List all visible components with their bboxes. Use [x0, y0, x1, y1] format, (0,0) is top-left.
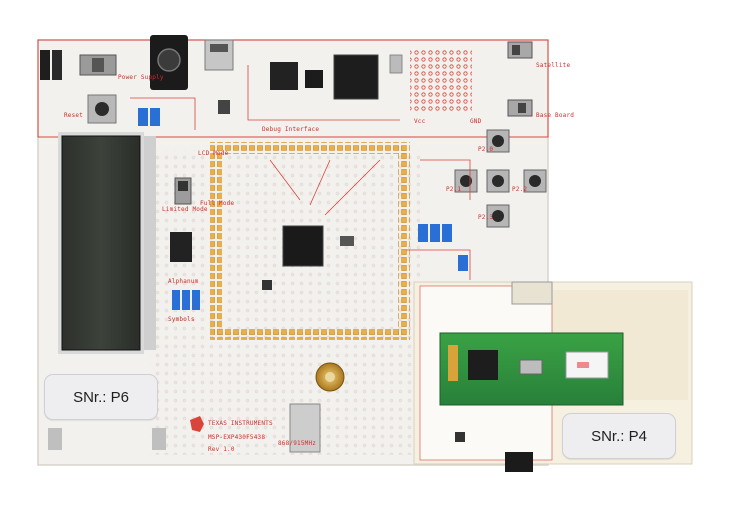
- rf-crystal: [519, 359, 543, 375]
- module-led: [455, 432, 465, 442]
- pad-ring-bottom: [214, 328, 406, 336]
- lcd-mode-switch-knob: [178, 181, 188, 191]
- button-left-cap: [460, 175, 472, 187]
- small-component: [340, 236, 354, 246]
- io-jumper-2: [430, 224, 440, 242]
- small-component-2: [262, 280, 272, 290]
- radio-module-carrier: [413, 281, 693, 472]
- silk-debug-interface: Debug Interface: [262, 126, 320, 133]
- jumper-a3: [192, 290, 200, 310]
- pad-ring-top: [214, 146, 406, 154]
- io-jumper-4: [458, 255, 468, 271]
- silk-power-supply: Power Supply: [118, 74, 164, 81]
- pcb-traces: [130, 65, 471, 280]
- bottom-connector: [289, 403, 321, 453]
- silk-rf-freq: 868/915MHz: [278, 440, 317, 447]
- silk-vcc: Vcc: [414, 118, 426, 125]
- silk-p2-0: P2.0: [478, 146, 494, 153]
- proto-grid: [410, 50, 472, 112]
- trace-2: [130, 97, 196, 130]
- silk-p2-2: P2.2: [512, 186, 528, 193]
- lcd-display: [58, 132, 156, 354]
- silk-satellite: Satellite: [536, 62, 571, 69]
- dc-barrel-jack: [150, 35, 188, 90]
- rf-inductor: [448, 345, 458, 381]
- module-bottom-connector: [505, 452, 533, 472]
- silk-alphanum: Alphanum: [168, 278, 199, 285]
- jumper-a1: [172, 290, 180, 310]
- sma-antenna-connector: [315, 362, 345, 392]
- jumper-a2: [182, 290, 190, 310]
- silk-symbols: Symbols: [168, 316, 195, 323]
- trace-7: [324, 159, 381, 216]
- silk-reset: Reset: [64, 112, 84, 119]
- silk-limited-mode: Limited Mode: [162, 206, 208, 213]
- main-mcu-area: [210, 142, 410, 340]
- io-jumper-1: [418, 224, 428, 242]
- debug-ic-2: [305, 70, 323, 88]
- lcd-pin-strip: [144, 136, 156, 350]
- serial-label-p6: SNr.: P6: [44, 374, 158, 420]
- mount-tab-right: [152, 428, 166, 450]
- usb-connector: [204, 39, 234, 71]
- pad-ring-right: [398, 146, 406, 336]
- regulator: [218, 100, 230, 114]
- pin-header-block: [40, 50, 50, 80]
- left-pin-header: [40, 50, 117, 80]
- debug-ic-1: [270, 62, 298, 90]
- rf-chip: [468, 350, 498, 380]
- mount-tab-left: [48, 428, 62, 450]
- power-jumper-2: [150, 108, 160, 126]
- silk-base-board: Base Board: [536, 112, 575, 119]
- silk-lcd-mode: LCD Mode: [198, 150, 229, 157]
- lcd-glass: [61, 135, 141, 351]
- trace-4: [406, 249, 471, 280]
- trace-6: [309, 159, 331, 206]
- reset-button-cap: [95, 102, 109, 116]
- user-buttons: [454, 129, 547, 228]
- button-down-cap: [492, 210, 504, 222]
- main-mcu-chip: [282, 225, 324, 267]
- power-jumper-1: [138, 108, 148, 126]
- reset-button: [87, 94, 117, 124]
- button-right-cap: [529, 175, 541, 187]
- io-jumper-3: [442, 224, 452, 242]
- ti-logo: [190, 416, 204, 432]
- button-up-cap: [492, 135, 504, 147]
- pin-header-block-2: [52, 50, 62, 80]
- ti-logo-mark: [190, 416, 204, 432]
- silk-p2-3: P2.3: [478, 214, 494, 221]
- silk-p2-1: P2.1: [446, 186, 462, 193]
- crystal: [389, 54, 403, 74]
- silk-full-mode: Full Mode: [200, 200, 235, 207]
- module-connector-top: [511, 281, 553, 305]
- right-slide-switches: [507, 41, 533, 117]
- power-switch-knob: [92, 58, 104, 72]
- io-jumpers: [418, 224, 468, 271]
- trace-3: [420, 159, 471, 200]
- trace-5: [269, 159, 301, 201]
- slide-switch-2-knob: [518, 103, 526, 113]
- silk-board-name: MSP-EXP430F5438: [208, 434, 266, 441]
- barrel-jack-hole: [157, 48, 181, 72]
- serial-label-p4: SNr.: P4: [562, 413, 676, 459]
- silk-rev: Rev 1.0: [208, 446, 235, 453]
- pad-ring-left: [214, 146, 222, 336]
- slide-switch-1-knob: [512, 45, 520, 55]
- symbol-jumpers: [172, 290, 200, 310]
- lcd-driver-ic: [170, 232, 192, 262]
- usb-port: [210, 44, 228, 52]
- chip-antenna-mark: [577, 362, 589, 368]
- trace-1: [247, 65, 400, 121]
- debug-mcu: [333, 54, 379, 100]
- debug-interface-chips: [218, 54, 403, 114]
- silk-gnd: GND: [470, 118, 482, 125]
- silk-ti-logo-text: TEXAS INSTRUMENTS: [208, 420, 273, 427]
- button-center-cap: [492, 175, 504, 187]
- sma-inner: [325, 372, 335, 382]
